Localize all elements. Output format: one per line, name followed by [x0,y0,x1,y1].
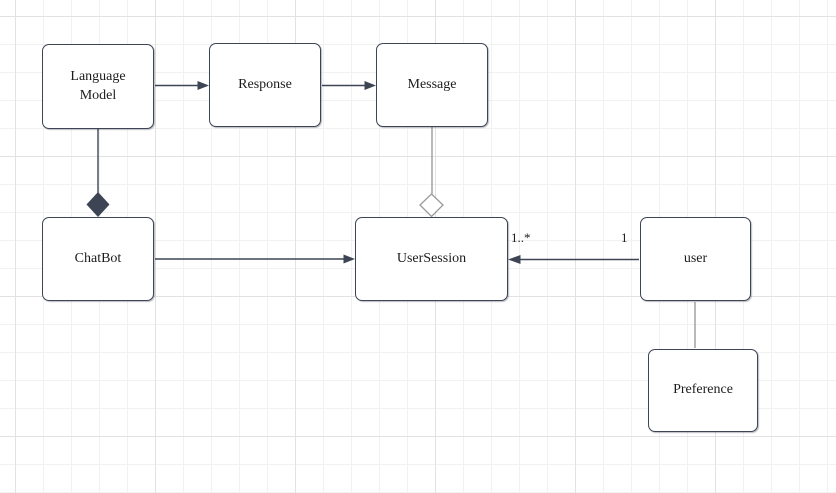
node-label: user [683,250,708,266]
multiplicity-label-usersession[interactable]: 1..* [511,230,531,245]
arrowhead-icon [197,81,209,90]
node-label: ChatBot [74,250,122,266]
arrowhead-icon [508,255,521,264]
node-label: UserSession [396,250,467,266]
aggregation-diamond-icon [419,193,444,218]
composition-diamond-icon [86,192,110,217]
node-response[interactable]: Response [209,43,321,127]
node-label: Preference [673,382,733,398]
multiplicity-label-user[interactable]: 1 [621,230,628,245]
node-label: Response [238,76,292,92]
node-preference[interactable]: Preference [648,349,758,432]
node-user[interactable]: user [640,217,751,301]
node-chatbot[interactable]: ChatBot [42,217,154,301]
node-label: Message [407,76,457,92]
arrowhead-icon [343,254,355,264]
arrowhead-icon [364,81,376,90]
node-language-model[interactable]: Language Model [42,44,154,129]
node-message[interactable]: Message [376,43,488,127]
node-usersession[interactable]: UserSession [355,217,508,301]
node-label: Language Model [70,69,126,103]
